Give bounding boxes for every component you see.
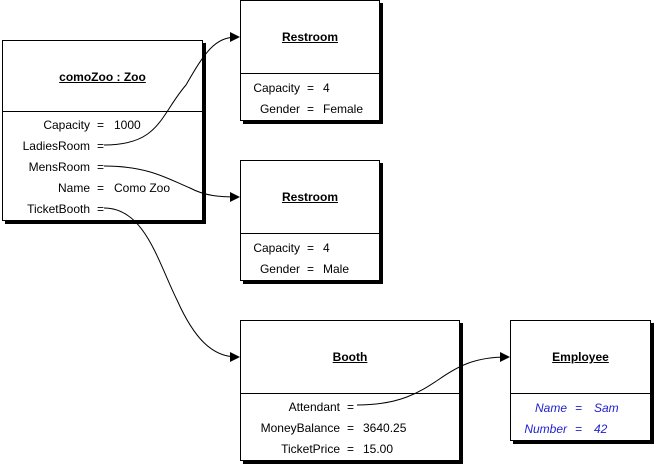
attr-equals: =: [97, 160, 105, 174]
attendant-arrowhead-icon: [500, 352, 510, 362]
attr-equals: =: [575, 401, 583, 415]
attr-equals: =: [575, 422, 583, 436]
attr-name: Gender: [259, 262, 300, 276]
zoo-attr-ticketbooth: TicketBooth =: [3, 202, 204, 216]
attr-name: Gender: [259, 102, 300, 116]
attr-equals: =: [97, 139, 105, 153]
attr-equals: =: [347, 400, 355, 414]
attr-equals: =: [347, 421, 355, 435]
attr-equals: =: [347, 442, 355, 456]
attr-equals: =: [307, 102, 315, 116]
ticketbooth-link-line[interactable]: [103, 207, 238, 358]
attr-value: Como Zoo: [114, 181, 171, 195]
booth-object-divider: [241, 393, 459, 394]
restroom-female-attr-capacity: Capacity = 4: [241, 81, 381, 95]
restroom-male-attr-gender: Gender = Male: [241, 262, 381, 276]
employee-object-box[interactable]: Employee Name = Sam Number = 42: [510, 320, 651, 441]
attr-name: TicketPrice: [281, 442, 340, 456]
attr-value: 3640.25: [363, 421, 407, 435]
attr-name: Name: [534, 401, 567, 415]
attr-value: 42: [594, 422, 608, 436]
attr-value: 1000: [114, 118, 141, 132]
restroom-female-attr-gender: Gender = Female: [241, 102, 381, 116]
restroom-male-object-box[interactable]: Restroom Capacity = 4 Gender = Male: [240, 160, 380, 281]
attr-equals: =: [97, 118, 105, 132]
ladiesroom-link-line[interactable]: [103, 36, 238, 146]
zoo-attr-capacity: Capacity = 1000: [3, 118, 204, 132]
attr-equals: =: [307, 241, 315, 255]
ticketbooth-arrowhead-icon: [230, 352, 240, 362]
attr-value: Male: [323, 262, 350, 276]
attr-value: Female: [323, 102, 364, 116]
attr-name: Capacity: [253, 241, 300, 255]
zoo-object-title: comoZoo : Zoo: [59, 70, 146, 84]
attr-name: Number: [524, 422, 567, 436]
booth-object-title: Booth: [332, 350, 368, 364]
mensroom-arrowhead-icon: [230, 192, 240, 202]
mensroom-link-line[interactable]: [103, 165, 238, 198]
employee-object-divider: [511, 393, 650, 394]
employee-object-title: Employee: [552, 350, 609, 364]
zoo-attr-mensroom: MensRoom =: [3, 160, 204, 174]
restroom-male-attr-capacity: Capacity = 4: [241, 241, 381, 255]
restroom-male-object-divider: [241, 233, 379, 234]
employee-attr-number: Number = 42: [511, 422, 652, 436]
restroom-male-object-title: Restroom: [281, 190, 338, 204]
attr-value: 4: [323, 241, 330, 255]
employee-attr-name: Name = Sam: [511, 401, 652, 415]
attr-name: TicketBooth: [27, 202, 90, 216]
booth-attr-attendant: Attendant =: [241, 400, 461, 414]
attr-name: Capacity: [43, 118, 90, 132]
zoo-attr-ladiesroom: LadiesRoom =: [3, 139, 204, 153]
attr-equals: =: [307, 81, 315, 95]
attr-value: 4: [323, 81, 330, 95]
attr-name: Name: [57, 181, 90, 195]
restroom-female-object-box[interactable]: Restroom Capacity = 4 Gender = Female: [240, 0, 380, 121]
zoo-object-box[interactable]: comoZoo : Zoo Capacity = 1000 LadiesRoom…: [2, 40, 203, 221]
attr-equals: =: [97, 181, 105, 195]
ladiesroom-arrowhead-icon: [230, 32, 240, 42]
booth-attr-ticketprice: TicketPrice = 15.00: [241, 442, 461, 456]
attr-value: 15.00: [363, 442, 394, 456]
booth-attr-moneybalance: MoneyBalance = 3640.25: [241, 421, 461, 435]
zoo-object-divider: [3, 111, 202, 112]
attr-name: MoneyBalance: [260, 421, 340, 435]
attr-equals: =: [97, 202, 105, 216]
zoo-attr-name: Name = Como Zoo: [3, 181, 204, 195]
attendant-link-line[interactable]: [356, 356, 508, 406]
restroom-female-object-divider: [241, 73, 379, 74]
attr-equals: =: [307, 262, 315, 276]
attr-name: Capacity: [253, 81, 300, 95]
attr-value: Sam: [594, 401, 619, 415]
attr-name: Attendant: [288, 400, 340, 414]
attr-name: MensRoom: [28, 160, 90, 174]
booth-object-box[interactable]: Booth Attendant = MoneyBalance = 3640.25…: [240, 320, 460, 461]
attr-name: LadiesRoom: [22, 139, 90, 153]
restroom-female-object-title: Restroom: [281, 30, 338, 44]
